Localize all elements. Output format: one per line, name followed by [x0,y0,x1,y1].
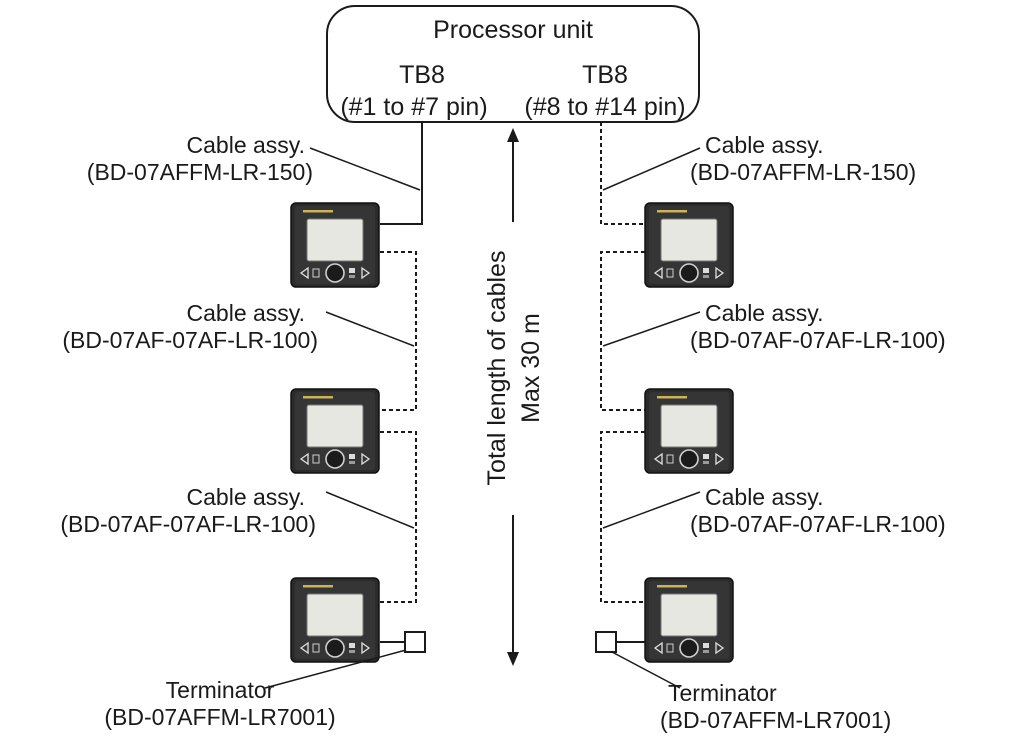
length-arrowhead-down [507,652,519,666]
leader-terminator-left [264,649,407,689]
cable-right-3-title: Cable assy. [705,484,823,510]
cable-left-3-title: Cable assy. [187,484,305,510]
terminator-left-title: Terminator [166,677,275,703]
leader-right-1 [602,147,701,191]
terminator-right [595,631,617,653]
leader-left-2 [325,311,415,347]
cable-right-1-title: Cable assy. [705,132,823,158]
terminator-right-title: Terminator [668,680,777,706]
cable-left-1-title: Cable assy. [187,132,305,158]
pins-right-label: (#8 to #14 pin) [524,93,685,121]
display-unit-right-3 [644,577,734,663]
terminator-left [404,631,426,653]
leader-terminator-right [611,651,681,689]
cable-left-2-title: Cable assy. [187,300,305,326]
cable-right-1-model: (BD-07AFFM-LR-150) [690,159,916,185]
display-unit-right-1 [644,202,734,288]
length-note-line2: Max 30 m [517,313,545,423]
leader-right-2 [602,311,701,347]
display-unit-left-2 [290,388,380,474]
length-arrowhead-up [507,128,519,142]
cable-right-2 [600,251,645,411]
cable-right-3-model: (BD-07AF-07AF-LR-100) [690,511,946,537]
tb8-left-label: TB8 [399,61,445,89]
length-note-line1: Total length of cables [483,251,511,486]
leader-left-1 [309,147,421,191]
processor-unit-box [326,5,700,123]
cable-left-2 [380,251,417,411]
cable-left-1-model: (BD-07AFFM-LR-150) [87,159,313,185]
tb8-right-label: TB8 [582,61,628,89]
display-unit-left-3 [290,577,380,663]
terminator-right-model: (BD-07AFFM-LR7001) [660,707,891,733]
cable-right-2-model: (BD-07AF-07AF-LR-100) [690,327,946,353]
cable-left-3 [380,431,417,603]
leader-left-3 [325,491,415,529]
display-unit-left-1 [290,202,380,288]
cable-right-2-title: Cable assy. [705,300,823,326]
leader-right-3 [602,491,701,529]
cable-right-1 [600,122,645,225]
cable-right-3 [600,431,645,603]
cable-left-3-model: (BD-07AF-07AF-LR-100) [60,511,316,537]
length-note: Total length of cables Max 30 m [483,251,545,486]
pins-left-label: (#1 to #7 pin) [340,93,487,121]
display-unit-right-2 [644,388,734,474]
terminator-left-model: (BD-07AFFM-LR7001) [104,704,335,730]
cable-left-2-model: (BD-07AF-07AF-LR-100) [62,327,318,353]
cable-left-1 [380,122,423,225]
processor-title: Processor unit [433,16,593,44]
